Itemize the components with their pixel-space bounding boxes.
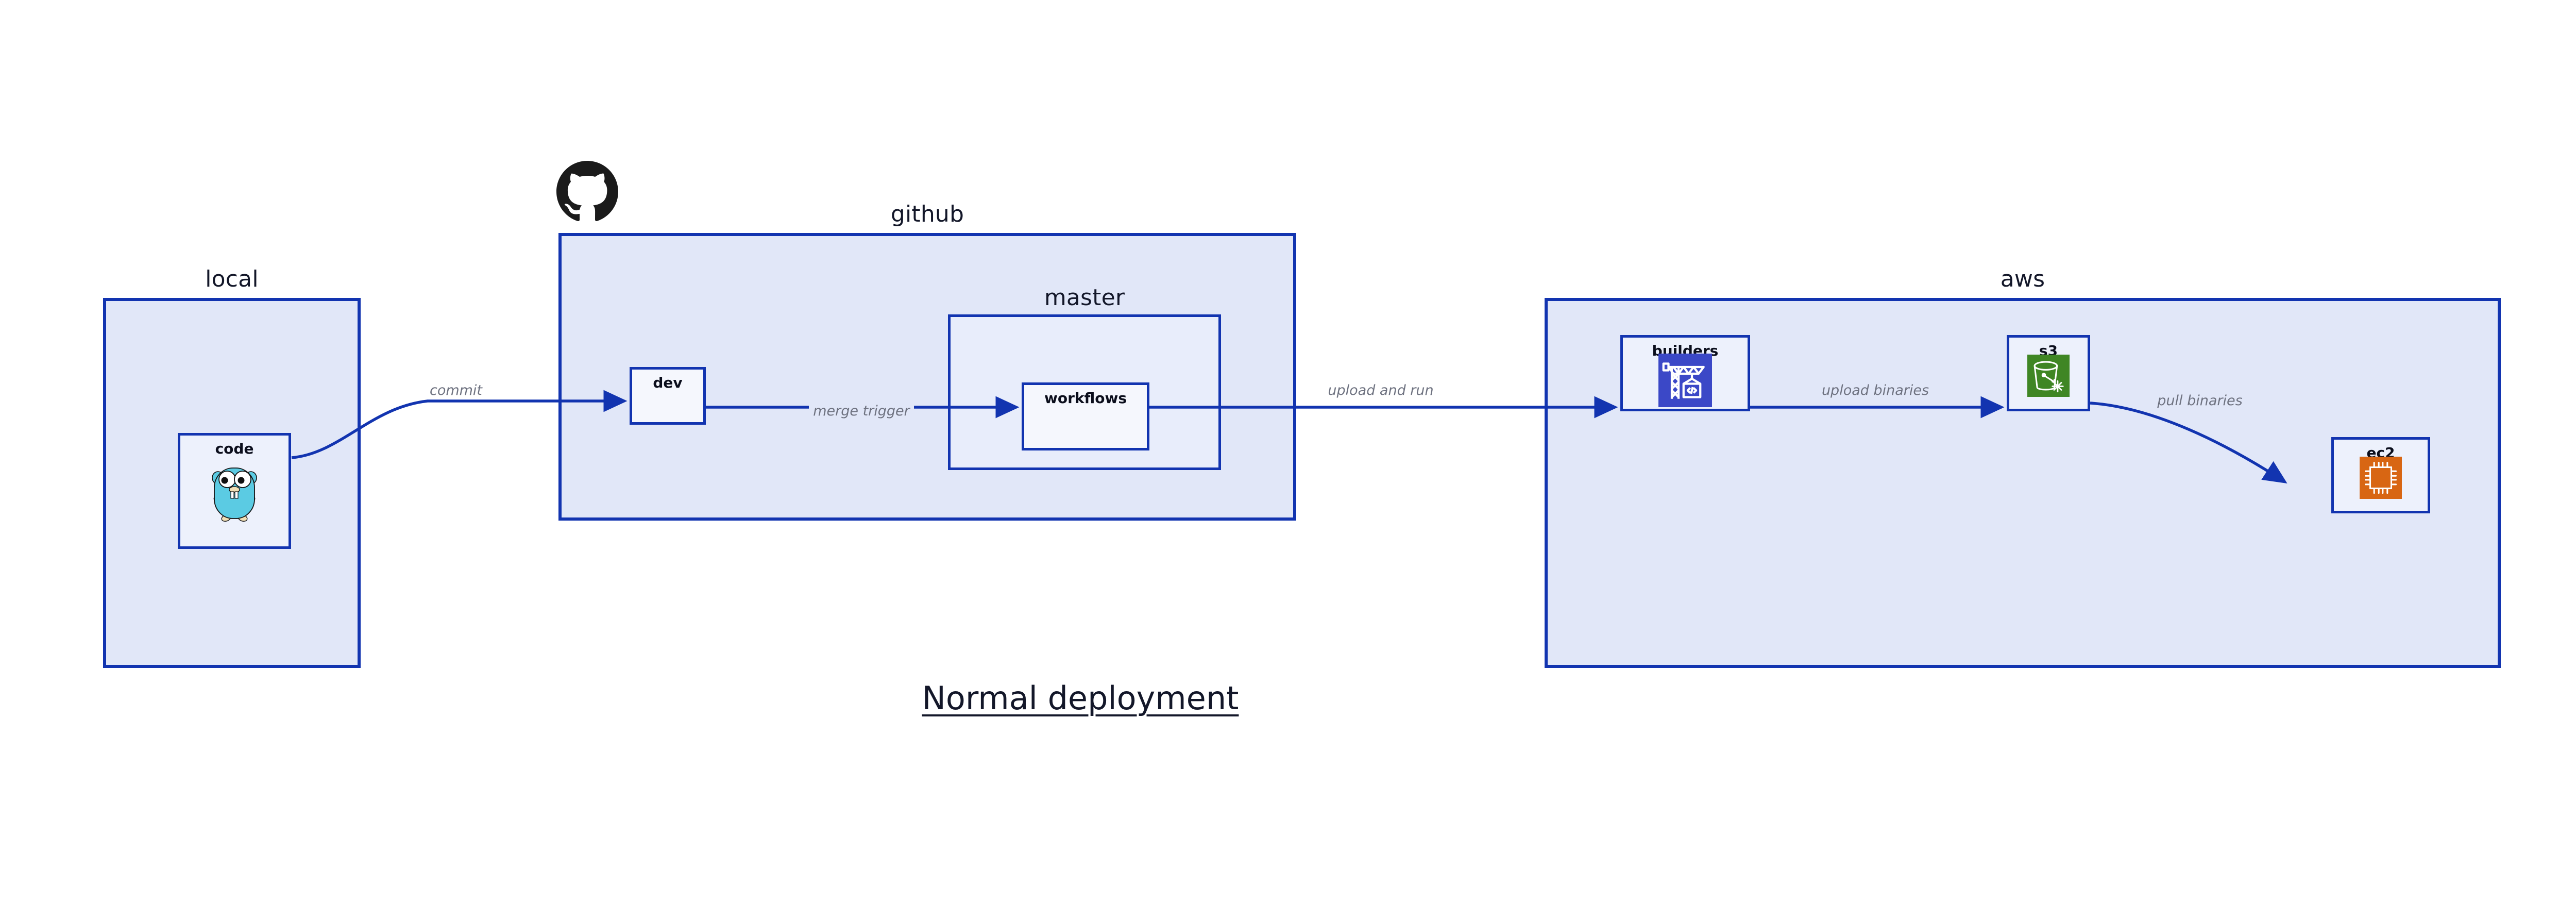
node-label-dev: dev [653, 374, 683, 391]
edge-label-pull-binaries: pull binaries [1994, 393, 2406, 409]
s3-bucket-icon [2027, 355, 2070, 397]
group-label-master: master [1044, 285, 1125, 311]
node-label-workflows: workflows [1044, 390, 1127, 407]
node-label-code: code [215, 440, 254, 457]
go-gopher-icon [208, 461, 261, 522]
edge-label-upload-binaries: upload binaries [1669, 382, 2081, 398]
ec2-chip-icon [2360, 457, 2402, 499]
github-octocat-icon [556, 161, 618, 223]
node-dev[interactable] [630, 367, 706, 425]
group-label-aws: aws [2000, 266, 2045, 292]
diagram-title: Normal deployment [922, 679, 1239, 717]
node-workflows[interactable] [1022, 382, 1149, 450]
group-label-local: local [205, 266, 259, 292]
node-label-ec2: ec2 [2366, 444, 2395, 461]
group-label-github: github [890, 201, 964, 227]
edge-label-merge-trigger: merge trigger [655, 403, 1067, 419]
node-ec2[interactable] [2331, 437, 2430, 513]
edge-label-commit: commit [250, 382, 662, 398]
edge-label-upload-and-run: upload and run [1175, 382, 1587, 398]
crane-code-icon [1658, 354, 1712, 407]
